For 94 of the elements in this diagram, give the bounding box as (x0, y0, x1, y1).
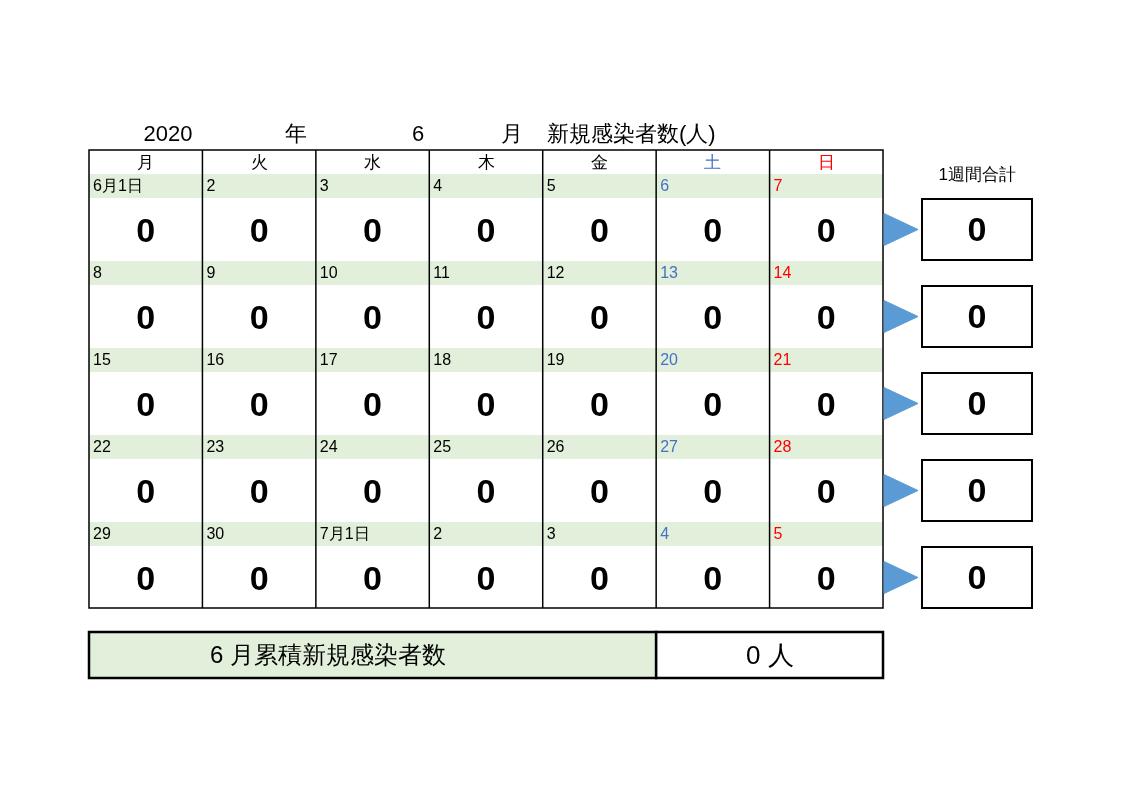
date-label: 26 (546, 439, 565, 455)
date-label: 23 (206, 439, 225, 455)
date-label: 16 (206, 352, 225, 368)
case-count: 0 (249, 474, 269, 508)
case-count: 0 (476, 387, 496, 421)
date-label: 24 (319, 439, 338, 455)
date-label: 28 (773, 439, 792, 455)
date-label: 14 (773, 265, 792, 281)
total-box: 0 (921, 546, 1033, 609)
case-count: 0 (363, 561, 382, 595)
case-count: 0 (476, 300, 496, 334)
date-label: 30 (206, 526, 225, 542)
arrow (883, 213, 919, 246)
date-label: 7 (773, 178, 783, 194)
total-box: 0 (921, 372, 1033, 435)
case-count: 0 (136, 561, 156, 595)
case-count: 0 (249, 213, 269, 247)
case-count: 0 (363, 387, 382, 421)
case-count: 0 (703, 387, 723, 421)
weekday-header: 火 (250, 153, 268, 171)
arrow (883, 387, 919, 420)
case-count: 0 (589, 474, 609, 508)
weekday-header: 日 (817, 153, 835, 171)
weekday-header: 金 (590, 153, 608, 171)
case-count: 0 (589, 387, 609, 421)
total-box: 0 (921, 459, 1033, 522)
date-label: 10 (319, 265, 338, 281)
date-label: 5 (773, 526, 783, 542)
case-count: 0 (703, 300, 723, 334)
arrow (883, 561, 919, 594)
arrow (883, 474, 919, 507)
weekday-header: 月 (137, 153, 155, 171)
weekday-header: 土 (704, 153, 722, 171)
date-label: 15 (93, 352, 111, 368)
case-count: 0 (476, 561, 496, 595)
date-label: 2 (433, 526, 443, 542)
case-count: 0 (816, 561, 836, 595)
case-count: 0 (589, 300, 609, 334)
weekday-header: 木 (477, 153, 495, 171)
case-count: 0 (589, 213, 609, 247)
date-label: 5 (546, 178, 556, 194)
case-count: 0 (363, 213, 382, 247)
date-label: 25 (433, 439, 452, 455)
case-count: 0 (249, 300, 269, 334)
case-count: 0 (589, 561, 609, 595)
title-text: 新規感染者数(人) (547, 123, 716, 145)
summary-label: 6 月累積新規感染者数 (210, 643, 446, 667)
date-label: 2 (206, 178, 216, 194)
date-label: 19 (546, 352, 565, 368)
case-count: 0 (816, 474, 836, 508)
case-count: 0 (476, 474, 496, 508)
weekday-header: 水 (364, 153, 382, 171)
total-box: 0 (921, 198, 1033, 261)
date-label: 17 (319, 352, 338, 368)
title-text: 6 (412, 123, 425, 145)
date-label: 13 (660, 265, 678, 281)
date-label: 7月1日 (319, 526, 370, 542)
case-count: 0 (249, 387, 269, 421)
title-text: 月 (501, 123, 523, 145)
case-count: 0 (249, 561, 269, 595)
case-count: 0 (703, 474, 723, 508)
case-count: 0 (476, 213, 496, 247)
date-label: 21 (773, 352, 792, 368)
case-count: 0 (136, 300, 156, 334)
date-label: 29 (93, 526, 111, 542)
case-count: 0 (703, 213, 723, 247)
title-text: 2020 (143, 123, 193, 145)
case-count: 0 (703, 561, 723, 595)
case-count: 0 (816, 300, 836, 334)
total-box: 0 (921, 285, 1033, 348)
date-label: 18 (433, 352, 452, 368)
summary-value: 0 人 (746, 642, 794, 668)
date-label: 12 (546, 265, 565, 281)
date-label: 3 (319, 178, 329, 194)
case-count: 0 (363, 300, 382, 334)
case-count: 0 (136, 387, 156, 421)
date-label: 4 (660, 526, 670, 542)
case-count: 0 (136, 213, 156, 247)
date-label: 4 (433, 178, 443, 194)
arrow (883, 300, 919, 333)
date-label: 8 (93, 265, 102, 281)
date-label: 27 (660, 439, 678, 455)
case-count: 0 (363, 474, 382, 508)
date-label: 6 (660, 178, 670, 194)
title-text: 年 (285, 123, 307, 145)
case-count: 0 (816, 387, 836, 421)
case-count: 0 (816, 213, 836, 247)
case-count: 0 (136, 474, 156, 508)
date-label: 20 (660, 352, 678, 368)
date-label: 9 (206, 265, 216, 281)
date-label: 3 (546, 526, 556, 542)
date-label: 6月1日 (93, 178, 143, 194)
date-label: 22 (93, 439, 111, 455)
date-label: 11 (433, 265, 450, 281)
